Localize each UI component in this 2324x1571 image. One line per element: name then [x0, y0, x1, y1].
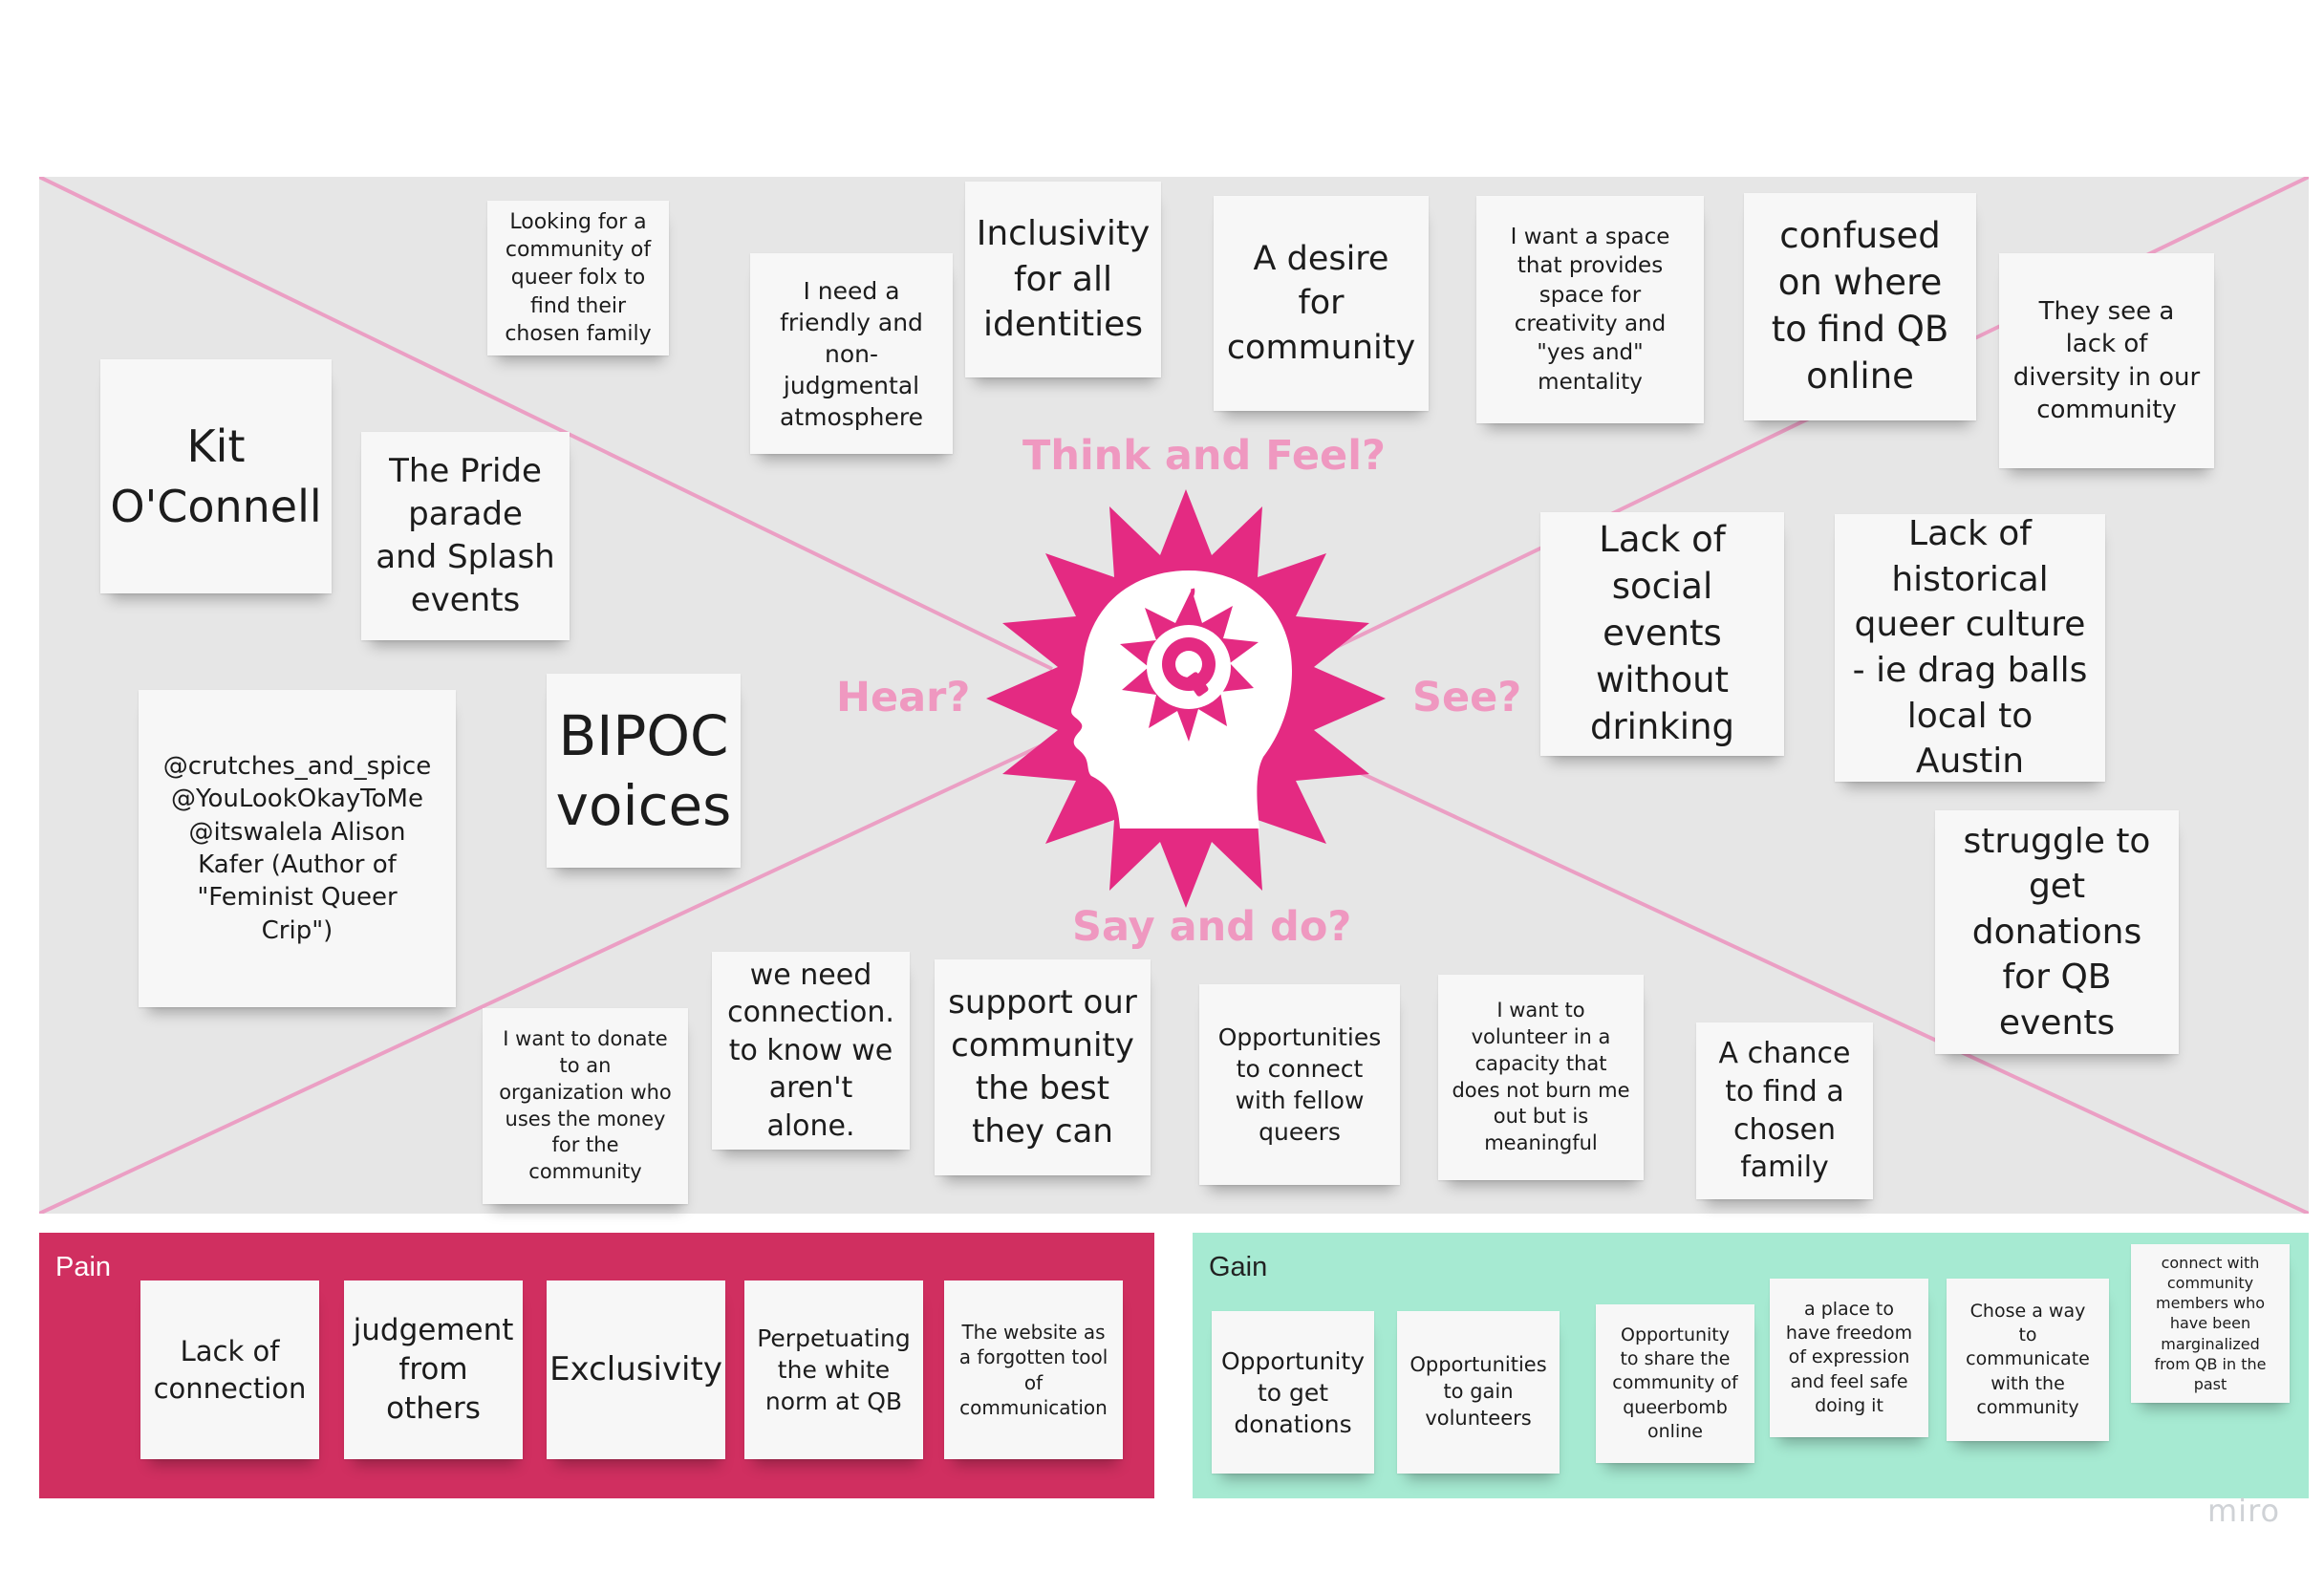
sticky-note[interactable]: struggle to get donations for QB events — [1935, 810, 2179, 1054]
sticky-note[interactable]: Lack of social events without drinking — [1540, 512, 1784, 756]
sticky-note[interactable]: A chance to find a chosen family — [1696, 1022, 1873, 1199]
sticky-note[interactable]: confused on where to find QB online — [1744, 193, 1976, 420]
sticky-note[interactable]: Chose a way to communicate with the comm… — [1947, 1279, 2109, 1441]
sticky-note[interactable]: connect with community members who have … — [2131, 1244, 2290, 1403]
sticky-note[interactable]: BIPOC voices — [547, 674, 741, 868]
sticky-note[interactable]: I want to volunteer in a capacity that d… — [1438, 975, 1644, 1180]
sticky-note[interactable]: A desire for community — [1214, 196, 1429, 411]
sticky-note[interactable]: Opportunity to share the community of qu… — [1596, 1304, 1754, 1463]
gain-frame-title: Gain — [1209, 1252, 1268, 1282]
sticky-note[interactable]: I need a friendly and non-judgmental atm… — [750, 253, 953, 454]
sticky-note[interactable]: Lack of connection — [140, 1280, 319, 1459]
sticky-note[interactable]: a place to have freedom of expression an… — [1770, 1279, 1928, 1437]
hear-label: Hear? — [836, 674, 971, 721]
sticky-note[interactable]: The website as a forgotten tool of commu… — [944, 1280, 1123, 1459]
sticky-note[interactable]: Lack of historical queer culture - ie dr… — [1835, 514, 2105, 782]
say-do-label: Say and do? — [1072, 903, 1352, 951]
sticky-note[interactable]: support our community the best they can — [935, 959, 1151, 1175]
think-feel-label: Think and Feel? — [1022, 432, 1386, 480]
see-label: See? — [1412, 674, 1522, 721]
sticky-note[interactable]: Kit O'Connell — [100, 359, 332, 593]
sticky-note[interactable]: The Pride parade and Splash events — [361, 432, 570, 640]
sticky-note[interactable]: Opportunities to connect with fellow que… — [1199, 984, 1400, 1185]
sticky-note[interactable]: judgement from others — [344, 1280, 523, 1459]
pain-frame-title: Pain — [55, 1252, 112, 1282]
sticky-note[interactable]: @crutches_and_spice @YouLookOkayToMe @it… — [139, 690, 456, 1007]
sticky-note[interactable]: Looking for a community of queer folx to… — [487, 201, 669, 355]
sticky-note[interactable]: I want to donate to an organization who … — [483, 1008, 688, 1204]
sticky-note[interactable]: They see a lack of diversity in our comm… — [1999, 253, 2214, 468]
sticky-note[interactable]: we need connection. to know we aren't al… — [712, 952, 910, 1150]
sticky-note[interactable]: Opportunities to gain volunteers — [1397, 1311, 1560, 1474]
sticky-note[interactable]: I want a space that provides space for c… — [1476, 196, 1704, 423]
sticky-note[interactable]: Perpetuating the white norm at QB — [744, 1280, 923, 1459]
queer-bomb-head-icon — [986, 489, 1386, 908]
sticky-note[interactable]: Exclusivity — [547, 1280, 725, 1459]
miro-watermark-logo: miro — [2207, 1493, 2281, 1529]
sticky-note[interactable]: Inclusivity for all identities — [965, 182, 1161, 377]
sticky-note[interactable]: Opportunity to get donations — [1212, 1311, 1374, 1474]
